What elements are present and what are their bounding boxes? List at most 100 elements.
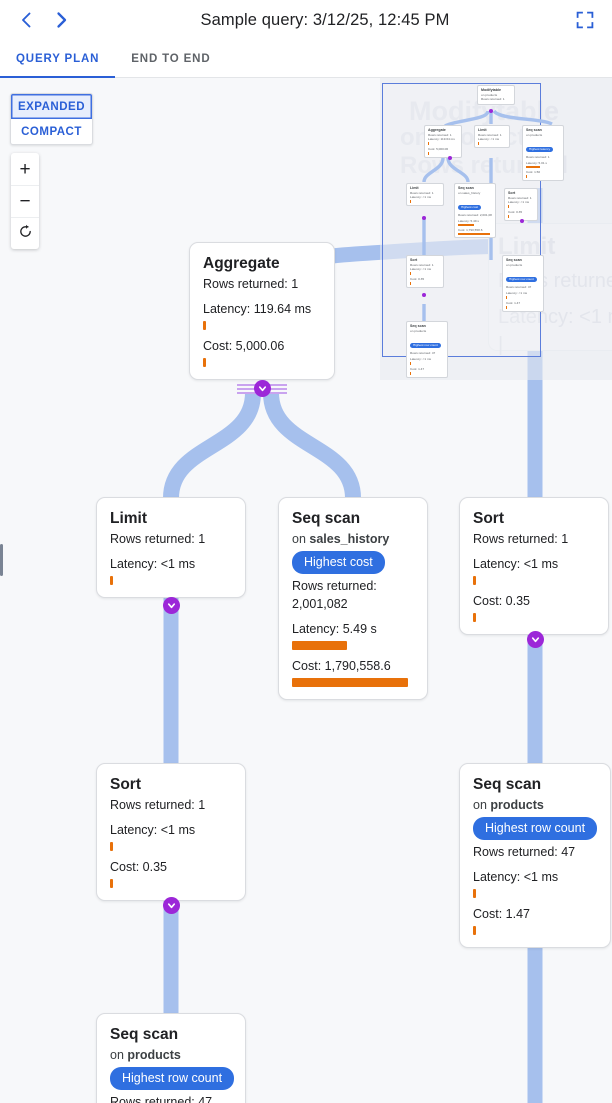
zoom-in-button[interactable]: + [11,153,39,185]
next-query-button[interactable] [44,3,78,37]
minimap-node-latency: Latency: <1 ms [410,267,432,272]
minimap-node-cost: Cost: 1.50 [526,169,541,174]
fullscreen-icon[interactable] [568,3,602,37]
node-subtitle-prefix: on [292,532,306,546]
node-seq-scan-products-bottom[interactable]: Seq scan on products Highest row count R… [96,1013,246,1103]
minimap-node-latency: Latency: <1 ms [508,200,530,205]
minimap-node-latency: Latency: 119.64 ms [428,137,455,142]
minimap-node: Sort Rows returned: 1 Latency: <1 ms Cos… [504,188,538,222]
minimap-node-sub: on products [526,133,543,137]
minimap-node-latency: Latency: <1 ms [410,195,432,200]
node-cost: Cost: 0.35 [110,860,167,874]
node-sort-left[interactable]: Sort Rows returned: 1 Latency: <1 ms Cos… [96,763,246,901]
vertical-scrollbar-handle[interactable] [0,544,3,576]
minimap-node: Limit Rows returned: 1 Latency: <1 ms [406,183,444,207]
minimap-latency-bar [410,361,411,365]
collapse-toggle-aggregate[interactable] [254,380,271,397]
minimap-node-title: Limit [410,186,419,190]
minimap[interactable]: Modifytable on products Rows returned: 1… [380,78,612,380]
reset-icon [18,224,33,244]
minimap-node-sub: on products [410,329,427,333]
node-title: Seq scan [473,776,542,793]
minimap-latency-bar [478,142,479,146]
plus-icon: + [19,158,31,180]
node-latency: Latency: 119.64 ms [203,302,312,316]
tab-end-to-end[interactable]: End to end [131,52,211,65]
minimap-node-rows: Rows returned: 1 [478,133,502,137]
node-title: Aggregate [203,255,280,272]
minimap-node-sub: on products [506,263,523,267]
minimap-node-title: Seq scan [506,258,522,262]
node-limit[interactable]: Limit Rows returned: 1 Latency: <1 ms [96,497,246,598]
minimap-node: Seq scan on products Highest row count R… [502,255,544,312]
minimap-cost-bar [410,371,411,375]
minimap-node-rows: Rows returned: 1 [526,155,550,160]
app-header: Sample query: 3/12/25, 12:45 PM [0,0,612,40]
minimap-node-title: Modifytable [481,88,501,92]
minimap-node-rows: Rows returned: 1 [481,97,505,102]
minimap-toggle-dot [422,216,426,220]
minimap-node: Seq scan on products Highest row count R… [406,321,448,378]
plan-canvas[interactable]: Modifytable on products Rows returned Li… [0,78,612,1103]
display-mode-control: Expanded Compact [10,93,93,145]
minimap-node-rows: Rows returned: 2,001,082 [458,213,492,218]
latency-bar [473,889,476,898]
minimap-node: Sort Rows returned: 1 Latency: <1 ms Cos… [406,255,444,289]
node-seq-scan-products-right[interactable]: Seq scan on products Highest row count R… [459,763,611,948]
minimap-node-latency: Latency: 5.01 s [526,160,547,165]
minimap-latency-bar [428,142,429,146]
node-title: Seq scan [292,510,361,527]
minimap-toggle-dot [422,293,426,297]
node-title: Sort [473,510,504,527]
minimap-node-rows: Rows returned: 1 [410,191,434,195]
node-subtitle-prefix: on [110,1048,124,1062]
minimap-badge: Highest cost [458,205,482,210]
node-sort-right[interactable]: Sort Rows returned: 1 Latency: <1 ms Cos… [459,497,609,635]
minimap-badge: Highest row count [410,343,441,348]
previous-query-button[interactable] [10,3,44,37]
minimap-cost-bar [506,305,507,309]
collapse-toggle-sort-right[interactable] [527,631,544,648]
mode-compact-button[interactable]: Compact [21,125,82,138]
minimap-node: Limit Rows returned: 1 Latency: <1 ms [474,125,510,149]
minimap-node-sub: on sales_history [458,191,481,195]
minimap-node-title: Limit [478,128,487,132]
minimap-node-cost: Cost: 1.47 [506,300,521,305]
cost-bar [110,879,113,888]
minimap-node-title: Seq scan [410,324,426,328]
node-cost: Cost: 1,790,558.6 [292,659,391,673]
node-latency: Latency: 5.49 s [292,622,377,636]
node-subtitle: on products [110,1046,232,1064]
minimap-latency-bar [410,272,411,276]
zoom-out-button[interactable]: − [11,185,39,217]
status-badge-highest-row-count: Highest row count [110,1067,235,1090]
minimap-node-title: Aggregate [428,128,446,132]
minimap-node-latency: Latency: 5.49 s [458,218,479,223]
collapse-toggle-limit[interactable] [163,597,180,614]
latency-bar [110,576,113,585]
node-seq-scan-sales-history[interactable]: Seq scan on sales_history Highest cost R… [278,497,428,700]
node-latency: Latency: <1 ms [110,823,196,837]
latency-bar [203,321,206,330]
node-rows: Rows returned: 2,001,082 [292,579,377,611]
minimap-cost-bar [508,215,509,219]
minimap-node-latency: Latency: <1 ms [478,137,500,142]
mode-expanded-button[interactable]: Expanded [11,94,92,119]
minimap-node-cost: Cost: 5,000.06 [428,147,449,152]
tab-query-plan[interactable]: Query plan [0,40,116,78]
node-subtitle-prefix: on [473,798,487,812]
reset-zoom-button[interactable] [11,217,39,249]
node-cost: Cost: 0.35 [473,594,530,608]
minimap-node-rows: Rows returned: 1 [410,263,434,267]
minimap-cost-bar [458,232,490,235]
node-aggregate[interactable]: Aggregate Rows returned: 1 Latency: 119.… [189,242,335,380]
minimap-toggle-dot [520,219,524,223]
collapse-toggle-sort-left[interactable] [163,897,180,914]
latency-bar [473,576,476,585]
cost-bar [473,613,476,622]
node-rows: Rows returned: 1 [110,532,206,546]
minimap-node-cost: Cost: 1.47 [410,366,425,371]
minimap-node-cost: Cost: 0.35 [410,277,425,282]
minimap-node-rows: Rows returned: 1 [428,133,452,137]
